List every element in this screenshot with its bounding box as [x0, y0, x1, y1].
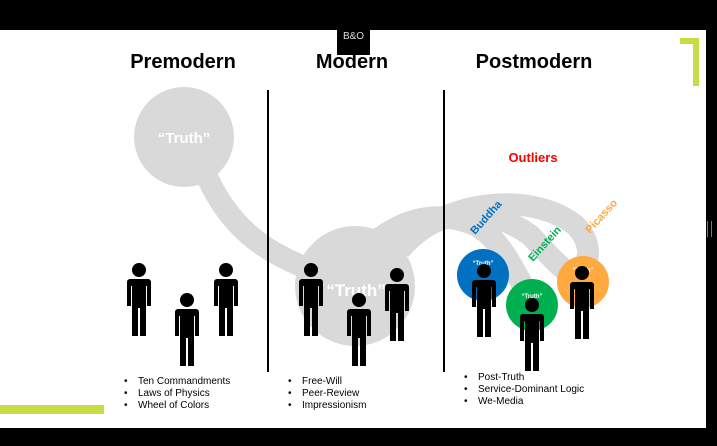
buddha-truth-label: “Truth” [473, 261, 494, 267]
svg-text:•: • [464, 384, 468, 395]
modern-list: • Free-Will • Peer-Review • Impressionism [288, 376, 366, 411]
svg-text:•: • [464, 396, 468, 407]
outliers-title: Outliers [508, 150, 557, 165]
person-icon [175, 293, 199, 366]
svg-text:•: • [124, 376, 128, 387]
premodern-truth-circle [134, 87, 234, 187]
svg-text:•: • [124, 388, 128, 399]
side-handle[interactable] [707, 221, 712, 237]
list-item: Free-Will [302, 376, 342, 387]
list-item: Impressionism [302, 400, 366, 411]
modern-truth-circle [295, 226, 415, 346]
heading-modern: Modern [316, 51, 388, 73]
list-item: Laws of Physics [138, 388, 210, 399]
premodern-truth-label: “Truth” [158, 130, 211, 147]
premodern-list: • Ten Commandments • Laws of Physics • Whee… [124, 376, 230, 411]
svg-text:•: • [288, 376, 292, 387]
list-item: Wheel of Colors [138, 400, 209, 411]
einstein-truth-label: “Truth” [522, 294, 543, 300]
list-item: Peer-Review [302, 388, 360, 399]
list-item: Service-Dominant Logic [478, 384, 584, 395]
list-item: Post-Truth [478, 372, 524, 383]
person-icon [214, 263, 238, 336]
svg-text:•: • [464, 372, 468, 383]
accent-bar [0, 405, 104, 414]
svg-text:•: • [124, 400, 128, 411]
list-item: We-Media [478, 396, 524, 407]
svg-text:•: • [288, 388, 292, 399]
list-item: Ten Commandments [138, 376, 230, 387]
heading-postmodern: Postmodern [476, 51, 593, 73]
accent-bracket [680, 38, 699, 86]
postmodern-list: • Post-Truth • Service-Dominant Logic • We-… [464, 372, 584, 407]
modern-truth-label: “Truth” [326, 281, 386, 300]
picasso-label: Picasso [583, 197, 620, 236]
person-icon [127, 263, 151, 336]
heading-premodern: Premodern [130, 51, 236, 73]
bo-logo: B&O [337, 30, 370, 55]
svg-text:•: • [288, 400, 292, 411]
